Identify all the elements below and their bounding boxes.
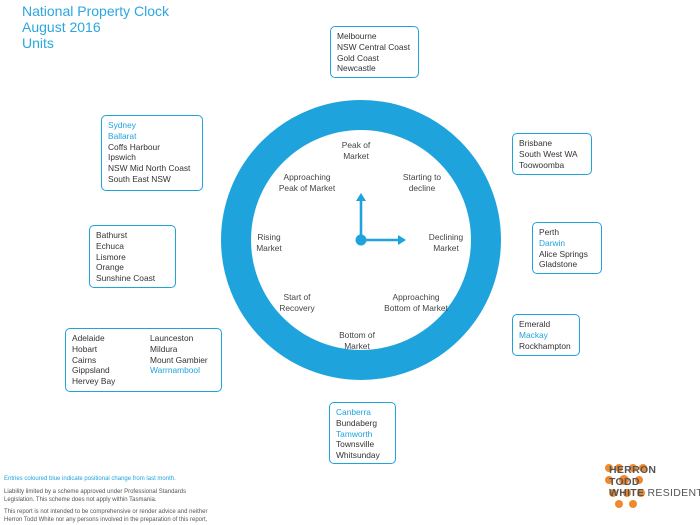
region-item: Sydney [108, 120, 136, 130]
region-item: South East NSW [108, 173, 171, 184]
label-approaching-peak: Approaching Peak of Market [272, 172, 342, 193]
region-item: Mackay [519, 329, 548, 340]
region-item: Mount Gambier [150, 354, 208, 365]
region-item: Gold Coast [337, 52, 379, 63]
title-line-2: August 2016 [22, 19, 101, 35]
label-peak: Peak of Market [331, 140, 381, 161]
label-starting-decline: Starting to decline [392, 172, 452, 193]
label-declining: Declining Market [421, 232, 471, 253]
region-item: Bathurst [96, 230, 128, 240]
region-item: Brisbane [519, 138, 553, 148]
region-item: Cairns [72, 354, 97, 365]
region-item: Perth [539, 227, 560, 237]
label-bottom: Bottom of Market [332, 330, 382, 351]
region-item: NSW Mid North Coast [108, 163, 191, 174]
region-item: Echuca [96, 240, 124, 251]
region-item: Coffs Harbour [108, 141, 160, 152]
region-item: South West WA [519, 148, 578, 159]
region-item: Gladstone [539, 259, 578, 270]
footer-note: Entries coloured blue indicate positiona… [4, 476, 176, 482]
label-line: Declining [428, 232, 464, 242]
region-item: Ballarat [108, 130, 137, 141]
clock-hand-vertical-arrow [356, 193, 366, 201]
region-item: Darwin [539, 237, 566, 248]
region-item: Launceston [150, 333, 194, 343]
clock-center-dot [355, 234, 367, 246]
htw-logo-icon [605, 464, 647, 508]
logo-word: WHITE [609, 487, 645, 499]
region-item: Newcastle [337, 63, 376, 74]
logo-word: RESIDENTIAL [647, 487, 700, 499]
region-item: Sunshine Coast [96, 273, 156, 284]
region-item: Gippsland [72, 365, 110, 376]
region-item: Bundaberg [336, 417, 377, 428]
region-item: Canberra [336, 407, 371, 417]
region-item: Hobart [72, 343, 98, 354]
label-line: Peak of [341, 140, 371, 150]
logo-line: WHITE RESIDENTIAL [609, 487, 700, 500]
region-item: Warrnambool [150, 365, 200, 376]
label-line: Approaching [392, 292, 440, 302]
label-line: decline [408, 182, 436, 193]
region-item: Orange [96, 262, 124, 273]
region-item: Ipswich [108, 152, 136, 163]
label-line: Recovery [279, 302, 315, 313]
region-item: Hervey Bay [72, 376, 116, 387]
label-start-recovery: Start of Recovery [272, 292, 322, 313]
footer-liability-2: Legislation. This scheme does not apply … [4, 497, 157, 503]
clock-hand-horizontal-arrow [398, 235, 406, 245]
label-line: Bottom of Market [384, 302, 448, 313]
region-item: Adelaide [72, 333, 105, 343]
title-line-3: Units [22, 35, 54, 51]
region-item: Lismore [96, 251, 126, 262]
label-line: Market [256, 242, 282, 253]
label-rising: Rising Market [247, 232, 291, 253]
region-item: Mildura [150, 343, 178, 354]
region-item: Tamworth [336, 428, 373, 439]
clock-ring [221, 100, 501, 380]
region-item: Whitsunday [336, 450, 380, 461]
label-line: Peak of Market [278, 182, 336, 193]
footer-liability-1: Liability limited by a scheme approved u… [4, 489, 187, 495]
label-line: Bottom of [339, 330, 375, 340]
htw-logo-text: HERRON TODD WHITE RESIDENTIAL [609, 464, 700, 500]
label-line: Starting to [402, 172, 442, 182]
label-line: Rising [257, 232, 281, 242]
label-line: Approaching [283, 172, 331, 182]
region-item: Alice Springs [539, 248, 588, 259]
footer-disclaimer: This report is not intended to be compre… [4, 509, 208, 515]
region-item: Melbourne [337, 31, 377, 41]
region-item: NSW Central Coast [337, 41, 411, 52]
logo-line: TODD [609, 475, 640, 488]
label-line: Market [433, 242, 459, 253]
region-item: Emerald [519, 319, 551, 329]
label-approaching-bottom: Approaching Bottom of Market [378, 292, 454, 313]
footer-disclaimer-2: Herron Todd White nor any persons involv… [4, 517, 208, 523]
logo-line: HERRON [609, 464, 657, 476]
region-item: Townsville [336, 439, 375, 450]
title-line-1: National Property Clock [22, 3, 170, 19]
label-line: Start of [283, 292, 311, 302]
region-item: Toowoomba [519, 159, 565, 170]
label-line: Market [344, 340, 370, 351]
page-title: National Property Clock August 2016 Unit… [22, 3, 169, 51]
region-item: Rockhampton [519, 340, 571, 351]
label-line: Market [343, 150, 369, 161]
